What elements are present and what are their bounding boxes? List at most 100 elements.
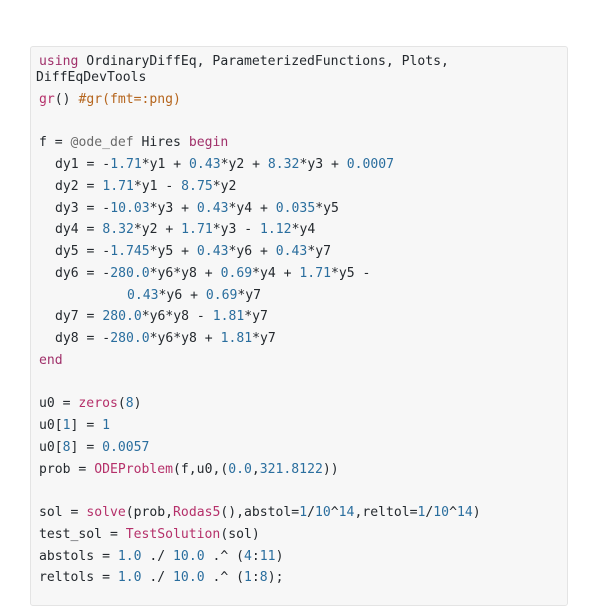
code-token: 1.81 xyxy=(212,309,245,325)
code-token: TestSolution xyxy=(125,526,221,542)
code-token: @ xyxy=(70,135,79,151)
code-token: ^ xyxy=(330,505,339,520)
code-token: 10 xyxy=(314,505,331,520)
code-token: begin xyxy=(188,135,229,151)
code-token: dy7 = xyxy=(55,309,103,325)
code-line: abstols = 1.0 ./ 10.0 .^ (4:11) xyxy=(39,549,567,571)
code-token: 11 xyxy=(259,548,276,564)
code-token: 4 xyxy=(244,548,252,564)
code-token: 1 xyxy=(62,418,71,433)
code-token: , xyxy=(251,461,260,477)
code-token: 280.0 xyxy=(102,309,142,325)
code-line xyxy=(39,114,567,136)
code-token: dy2 = xyxy=(55,178,103,194)
code-token: *y4 + xyxy=(252,265,300,281)
code-token: *y3 + xyxy=(299,157,347,172)
code-token: 10.03 xyxy=(110,200,150,216)
code-token: f = xyxy=(39,135,71,151)
code-token: 1 xyxy=(244,570,252,586)
code-token: 1.0 xyxy=(117,548,142,564)
code-token: gr xyxy=(39,91,55,107)
code-token: dy5 = - xyxy=(55,244,111,259)
code-token: *y6*y8 - xyxy=(141,309,213,325)
code-token: ode_def xyxy=(78,135,134,151)
code-token: 14 xyxy=(338,505,355,520)
code-line: f = @ode_def Hires begin xyxy=(39,135,567,157)
code-token: 321.8122 xyxy=(259,461,323,477)
code-token: 1.745 xyxy=(110,244,150,259)
code-token: *y7 xyxy=(244,309,268,325)
code-line: dy2 = 1.71*y1 - 8.75*y2 xyxy=(55,179,567,201)
code-token: 8 xyxy=(62,439,71,455)
code-token: *y6 + xyxy=(228,244,276,259)
code-token: 280.0 xyxy=(110,265,150,281)
code-token: *y3 + xyxy=(149,200,197,216)
code-token: *y3 - xyxy=(212,222,261,238)
code-token: 1 xyxy=(417,505,426,520)
code-token: *y6 + xyxy=(158,287,206,303)
code-line: reltols = 1.0 ./ 10.0 .^ (1:8); xyxy=(39,570,567,592)
code-token: ^ xyxy=(449,505,457,520)
code-token: *y2 xyxy=(212,178,237,194)
code-token: ) xyxy=(472,505,481,520)
code-token: test_sol = xyxy=(39,526,126,542)
code-token: 0.69 xyxy=(205,287,238,303)
code-token: Hires xyxy=(133,135,189,151)
code-token: ( xyxy=(117,396,126,412)
code-token: ,reltol= xyxy=(354,505,418,520)
code-token: solve xyxy=(86,505,126,520)
code-token: 1.0 xyxy=(117,570,142,586)
code-token: (f,u0,( xyxy=(173,461,229,477)
code-token: 8 xyxy=(125,396,134,412)
code-token: : xyxy=(251,570,260,586)
code-token: 0.0007 xyxy=(346,157,395,172)
code-token: () xyxy=(54,91,79,107)
code-token: .^ ( xyxy=(204,570,245,586)
code-token: u0 = xyxy=(39,396,79,412)
code-token: 8 xyxy=(259,570,268,586)
code-token: dy1 = - xyxy=(55,157,111,172)
code-token: *y4 + xyxy=(228,200,276,216)
code-token: 10.0 xyxy=(173,570,205,586)
code-token: *y7 xyxy=(237,287,262,303)
code-token: #gr(fmt=:png) xyxy=(78,91,181,107)
code-token: *y5 + xyxy=(149,244,197,259)
code-token: *y2 + xyxy=(133,222,182,238)
code-line: dy8 = -280.0*y6*y8 + 1.81*y7 xyxy=(55,331,567,353)
code-token: .^ ( xyxy=(204,548,245,564)
code-token: 0.69 xyxy=(220,265,253,281)
code-token: 0.0057 xyxy=(102,439,150,455)
code-token: OrdinaryDiffEq, ParameterizedFunctions, … xyxy=(78,54,449,69)
code-line: dy4 = 8.32*y2 + 1.71*y3 - 1.12*y4 xyxy=(55,222,567,244)
code-token: zeros xyxy=(78,396,118,412)
code-token: 10.0 xyxy=(173,548,205,564)
code-token: / xyxy=(425,505,434,520)
code-token: ./ xyxy=(141,570,174,586)
code-token: dy8 = - xyxy=(55,331,111,346)
code-line: dy1 = -1.71*y1 + 0.43*y2 + 8.32*y3 + 0.0… xyxy=(55,157,567,179)
code-token: 1.81 xyxy=(220,331,253,346)
code-token: end xyxy=(39,352,63,368)
code-token: 0.43 xyxy=(196,244,229,259)
code-line xyxy=(39,375,567,397)
code-token: 1 xyxy=(102,418,110,433)
code-token: 0.43 xyxy=(196,200,229,216)
code-token: ] = xyxy=(70,439,103,455)
code-token: )) xyxy=(322,461,339,477)
code-line: u0[8] = 0.0057 xyxy=(39,440,567,462)
code-token: 8.75 xyxy=(181,178,213,194)
code-token: 1.71 xyxy=(181,222,213,238)
code-token: 280.0 xyxy=(110,331,150,346)
code-token: *y4 xyxy=(291,222,316,238)
code-line: test_sol = TestSolution(sol) xyxy=(39,527,567,549)
code-token: 0.43 xyxy=(275,244,308,259)
code-line xyxy=(39,483,567,505)
code-token: dy4 = xyxy=(55,222,103,238)
code-token: 0.0 xyxy=(228,461,252,477)
code-token: *y6*y8 + xyxy=(149,265,221,281)
code-token: *y7 xyxy=(307,244,331,259)
code-token: : xyxy=(251,548,260,564)
code-block: using OrdinaryDiffEq, ParameterizedFunct… xyxy=(30,46,568,606)
code-token: 1.12 xyxy=(260,222,292,238)
code-token: reltols = xyxy=(39,570,118,586)
